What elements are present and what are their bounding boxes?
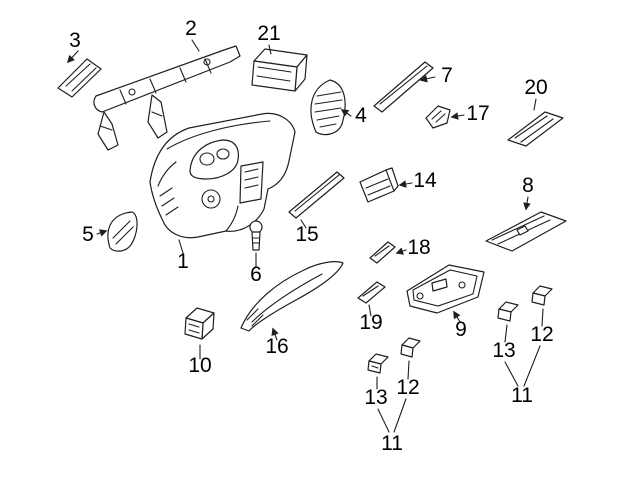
part-10-switch [184, 307, 215, 340]
part-20-trim-strip [507, 111, 564, 147]
leader-3 [66, 50, 79, 64]
leader-8 [523, 196, 531, 211]
leader-13-right [504, 324, 508, 343]
leader-7 [419, 74, 436, 83]
leader-14 [398, 180, 413, 188]
callout-3: 3 [69, 29, 81, 52]
leader-19 [368, 304, 372, 317]
leader-1 [178, 239, 184, 254]
leader-12-right [541, 308, 544, 327]
part-13-clip-left [367, 353, 389, 374]
part-15-trim-strip [288, 171, 345, 219]
callout-14: 14 [413, 169, 437, 192]
part-12-clip-left [400, 337, 421, 358]
leader-5 [96, 229, 108, 237]
part-3-corner-trim [57, 58, 102, 98]
callout-9: 9 [455, 318, 467, 341]
part-21-storage-box [251, 48, 308, 92]
callout-20: 20 [524, 76, 547, 99]
part-1-instrument-panel [149, 112, 296, 239]
part-18-bracket-plate [369, 241, 396, 264]
part-16-lower-trim [240, 261, 344, 332]
leader-4 [340, 109, 352, 117]
part-4-side-vent-grille [310, 79, 346, 136]
leader-11-left-a [377, 408, 390, 433]
leader-17 [450, 112, 465, 120]
callout-7: 7 [441, 64, 453, 87]
part-12-clip-right [531, 285, 553, 306]
callout-15: 15 [295, 223, 318, 246]
callout-21: 21 [257, 22, 280, 45]
leader-11-left-b [393, 398, 407, 433]
leader-12-left [407, 360, 410, 380]
callout-2: 2 [185, 17, 197, 40]
callout-10: 10 [188, 354, 211, 377]
leader-21 [268, 44, 272, 55]
part-8-lower-panel [485, 211, 567, 252]
part-5-end-cap [107, 211, 138, 252]
part-19-bracket-plate [357, 281, 386, 304]
part-17-bracket [425, 105, 451, 129]
callout-8: 8 [522, 174, 534, 197]
leader-11-right-b [523, 345, 541, 387]
part-2-crossmember-beam [93, 45, 241, 151]
callout-13-left: 13 [364, 386, 387, 409]
callout-11-right: 11 [511, 384, 533, 407]
part-7-trim-strip [373, 61, 434, 113]
leader-18 [395, 247, 407, 255]
part-14-vent [359, 167, 399, 203]
callout-4: 4 [355, 104, 367, 127]
callout-18: 18 [407, 236, 430, 259]
callout-19: 19 [359, 311, 382, 334]
callout-13-right: 13 [492, 339, 515, 362]
callout-5: 5 [82, 223, 94, 246]
leader-11-right-a [504, 361, 519, 387]
callout-12-left: 12 [396, 376, 419, 399]
leader-2 [191, 39, 200, 52]
callout-6: 6 [250, 263, 262, 286]
leader-20 [533, 98, 537, 111]
part-6-sensor-clip [249, 220, 263, 251]
leader-15 [300, 219, 307, 229]
callout-1: 1 [177, 250, 189, 273]
callout-17: 17 [466, 102, 489, 125]
callout-12-right: 12 [530, 323, 553, 346]
leader-lines [66, 39, 544, 433]
leader-16 [271, 327, 279, 341]
callout-16: 16 [265, 335, 288, 358]
part-9-bracket-panel [406, 264, 485, 314]
callout-labels: 3 2 21 4 7 17 20 1 5 6 15 14 8 18 19 9 1… [69, 17, 554, 455]
part-13-clip-right [497, 301, 519, 322]
callout-11-left: 11 [381, 432, 403, 455]
leader-9 [453, 310, 461, 323]
